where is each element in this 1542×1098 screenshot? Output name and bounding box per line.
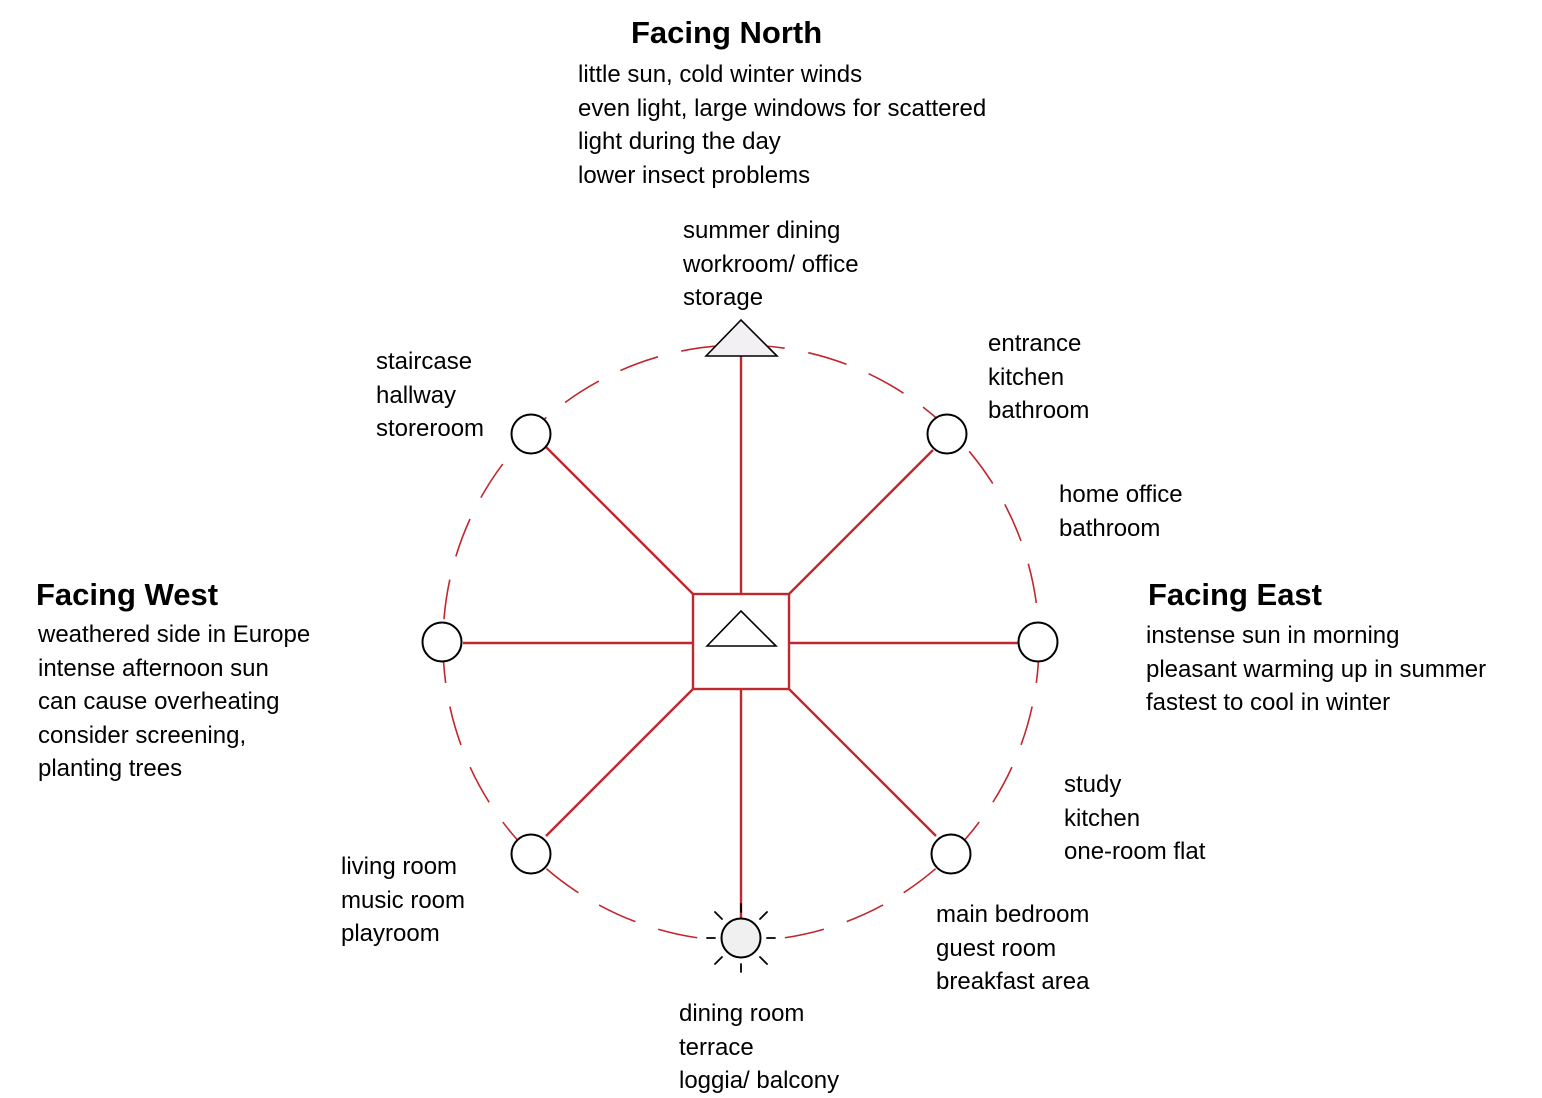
west-heading: Facing West xyxy=(36,577,219,612)
room-label: study xyxy=(1064,771,1122,798)
room-label: music room xyxy=(341,886,466,914)
room-label: guest room xyxy=(936,934,1057,962)
rooms-east-southeast: study kitchen one-room flat xyxy=(1064,768,1205,869)
rooms-south: dining room terrace loggia/ balcony xyxy=(679,997,839,1098)
sun-icon xyxy=(706,903,776,973)
room-label: storeroom xyxy=(376,415,485,442)
room-label: main bedroom xyxy=(936,901,1090,928)
room-label: breakfast area xyxy=(936,968,1090,995)
room-label: playroom xyxy=(341,920,440,947)
house-square xyxy=(691,592,791,691)
spoke-northeast xyxy=(788,449,934,595)
west-description: weathered side in Europe intense afterno… xyxy=(38,618,310,786)
triangle-north-marker xyxy=(704,318,779,357)
north-line: lower insect problems xyxy=(578,161,811,189)
rooms-east-northeast: home office bathroom xyxy=(1059,478,1183,545)
rooms-northwest: staircase hallway storeroom xyxy=(376,345,484,446)
room-label: staircase xyxy=(376,348,473,375)
rooms-southwest: living room music room playroom xyxy=(341,850,465,951)
room-label: hallway xyxy=(376,381,457,409)
west-line: weathered side in Europe xyxy=(38,621,311,648)
rooms-northeast: entrance kitchen bathroom xyxy=(988,327,1089,428)
sun-rays xyxy=(706,903,776,973)
room-label: bathroom xyxy=(988,397,1090,424)
rooms-southeast: main bedroom guest room breakfast area xyxy=(936,898,1089,999)
room-label: one-room flat xyxy=(1064,838,1206,865)
room-label: bathroom xyxy=(1059,514,1161,542)
room-label: storage xyxy=(683,284,764,311)
room-label: living room xyxy=(341,853,458,880)
west-line: planting trees xyxy=(38,755,183,782)
room-label: summer dining xyxy=(683,217,841,244)
node-southwest-icon xyxy=(510,833,552,875)
spoke-southeast xyxy=(788,688,937,837)
north-line: little sun, cold winter winds xyxy=(578,61,863,88)
north-heading: Facing North xyxy=(631,15,823,50)
node-west-icon xyxy=(421,621,463,663)
node-northeast-icon xyxy=(926,413,968,455)
spoke-northwest xyxy=(545,446,694,595)
west-line: intense afternoon sun xyxy=(38,654,269,682)
spokes xyxy=(463,356,1018,918)
east-heading: Facing East xyxy=(1148,577,1322,612)
node-southeast-icon xyxy=(930,833,972,875)
node-east-icon xyxy=(1017,621,1059,663)
west-line: consider screening, xyxy=(38,721,247,749)
rooms-north: summer dining workroom/ office storage xyxy=(683,214,859,315)
spoke-southwest xyxy=(545,688,694,837)
north-description: little sun, cold winter winds even light… xyxy=(578,58,986,192)
north-line: light during the day xyxy=(578,128,781,155)
east-description: instense sun in morning pleasant warming… xyxy=(1146,619,1486,720)
room-label: workroom/ office xyxy=(683,250,859,278)
room-label: home office xyxy=(1059,481,1183,508)
node-northwest-icon xyxy=(510,413,552,455)
east-line: pleasant warming up in summer xyxy=(1146,655,1487,683)
sun-disc xyxy=(720,917,762,959)
room-label: kitchen xyxy=(988,363,1065,391)
east-line: fastest to cool in winter xyxy=(1146,689,1391,716)
north-line: even light, large windows for scattered xyxy=(578,94,987,122)
room-label: entrance xyxy=(988,330,1082,357)
room-label: loggia/ balcony xyxy=(679,1067,840,1094)
circle-nodes xyxy=(421,413,1059,875)
room-label: dining room xyxy=(679,1000,805,1027)
room-label: kitchen xyxy=(1064,804,1141,832)
house-roof-icon xyxy=(705,609,778,647)
west-line: can cause overheating xyxy=(38,688,280,715)
east-line: instense sun in morning xyxy=(1146,622,1400,649)
room-label: terrace xyxy=(679,1033,754,1061)
